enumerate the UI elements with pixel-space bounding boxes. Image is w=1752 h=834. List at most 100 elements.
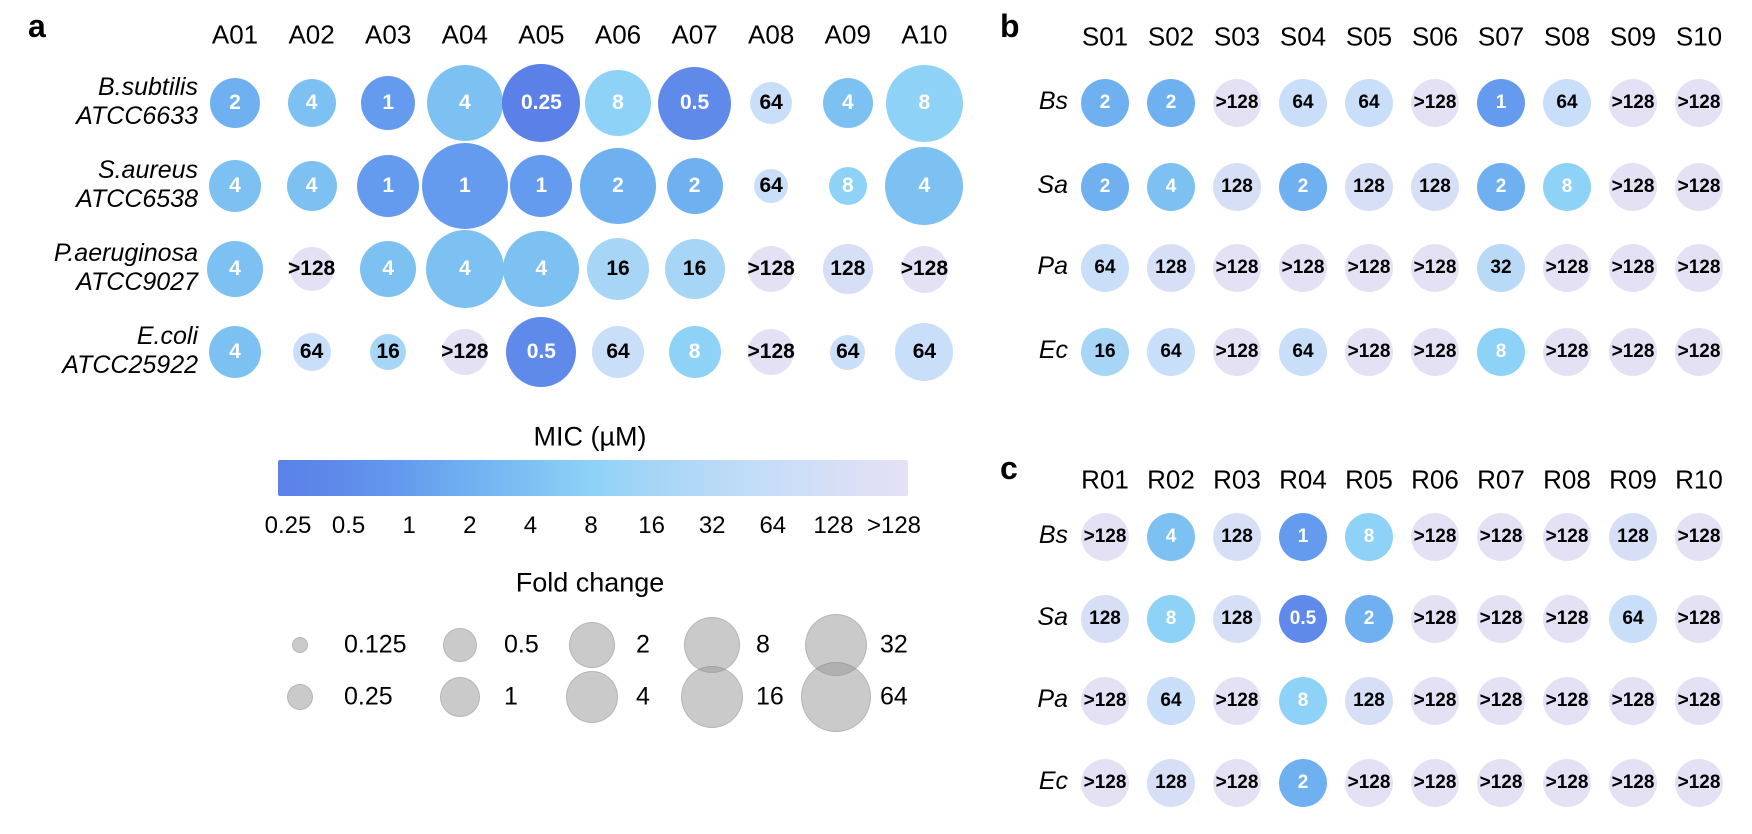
bubble-A01-B.subtilis: 2: [210, 78, 260, 128]
bubble-R09-Pa: >128: [1609, 677, 1657, 725]
row-label-Bs: Bs: [1038, 521, 1068, 549]
row-label-Bs: Bs: [1038, 87, 1068, 115]
fold-label-32: 32: [880, 630, 908, 659]
bubble-A03-P.aeruginosa: 4: [360, 241, 417, 297]
bubble-S01-Bs: 2: [1081, 79, 1129, 127]
fold-label-8: 8: [756, 630, 770, 659]
bubble-R07-Bs: >128: [1477, 513, 1525, 561]
column-header-S08: S08: [1543, 21, 1591, 52]
row-label-Pa: Pa: [1037, 252, 1068, 280]
bubble-R04-Pa: 8: [1279, 677, 1327, 725]
column-header-S04: S04: [1279, 21, 1327, 52]
row-label-Pa: Pa: [1037, 685, 1068, 713]
bubble-R04-Ec: 2: [1279, 759, 1327, 807]
bubble-R05-Pa: 128: [1345, 677, 1393, 725]
bubble-R08-Pa: >128: [1543, 677, 1591, 725]
bubble-R05-Sa: 2: [1345, 595, 1393, 643]
bubble-A01-P.aeruginosa: 4: [207, 241, 263, 297]
fold-circle-64: [801, 662, 871, 732]
bubble-R05-Bs: 8: [1345, 513, 1393, 561]
mic-tick->128: >128: [866, 512, 922, 539]
bubble-S04-Bs: 64: [1279, 79, 1327, 127]
mic-tick-16: 16: [638, 512, 665, 539]
bubble-R04-Bs: 1: [1279, 513, 1327, 561]
bubble-R01-Sa: 128: [1081, 595, 1129, 643]
mic-tick-0.25: 0.25: [264, 512, 312, 539]
column-header-A04: A04: [441, 19, 488, 50]
bubble-A05-P.aeruginosa: 4: [503, 231, 580, 307]
mic-tick-8: 8: [584, 512, 598, 539]
bubble-S06-Pa: >128: [1411, 244, 1459, 292]
panel-a-letter: a: [28, 8, 46, 44]
bubble-A06-S.aureus: 2: [580, 148, 656, 224]
bubble-S02-Bs: 2: [1147, 79, 1195, 127]
bubble-R10-Sa: >128: [1675, 595, 1723, 643]
bubble-R03-Bs: 128: [1213, 513, 1261, 561]
column-header-A02: A02: [288, 19, 335, 50]
fold-circle-16: [681, 666, 743, 728]
bubble-R08-Ec: >128: [1543, 759, 1591, 807]
column-header-A03: A03: [365, 19, 412, 50]
bubble-S01-Ec: 16: [1081, 328, 1129, 376]
bubble-A04-P.aeruginosa: 4: [425, 230, 504, 308]
bubble-R03-Ec: >128: [1213, 759, 1261, 807]
bubble-S08-Bs: 64: [1543, 79, 1591, 127]
mic-tick-64: 64: [759, 512, 787, 539]
bubble-S07-Bs: 1: [1477, 79, 1525, 127]
fold-circle-8: [684, 617, 740, 673]
column-header-S03: S03: [1213, 21, 1261, 52]
bubble-S09-Bs: >128: [1609, 79, 1657, 127]
bubble-A07-P.aeruginosa: 16: [664, 239, 725, 299]
bubble-S10-Bs: >128: [1675, 79, 1723, 127]
bubble-S08-Ec: >128: [1543, 328, 1591, 376]
bubble-A04-B.subtilis: 4: [426, 65, 503, 141]
bubble-A10-S.aureus: 4: [885, 147, 964, 225]
bubble-A09-B.subtilis: 4: [822, 78, 873, 128]
bubble-R07-Pa: >128: [1477, 677, 1525, 725]
bubble-S02-Sa: 4: [1147, 163, 1195, 211]
bubble-S10-Sa: >128: [1675, 163, 1723, 211]
bubble-S10-Ec: >128: [1675, 328, 1723, 376]
column-header-S01: S01: [1081, 21, 1129, 52]
bubble-S02-Ec: 64: [1147, 328, 1195, 376]
column-header-S06: S06: [1411, 21, 1459, 52]
bubble-A05-S.aureus: 1: [510, 155, 573, 217]
bubble-R02-Ec: 128: [1147, 759, 1195, 807]
bubble-A07-E.coli: 8: [668, 326, 721, 378]
fold-label-16: 16: [756, 682, 784, 711]
bubble-R01-Ec: >128: [1081, 759, 1129, 807]
bubble-R10-Bs: >128: [1675, 513, 1723, 561]
fold-label-0.125: 0.125: [344, 630, 407, 659]
bubble-R08-Sa: >128: [1543, 595, 1591, 643]
bubble-S03-Sa: 128: [1213, 163, 1261, 211]
bubble-S08-Sa: 8: [1543, 163, 1591, 211]
bubble-A08-P.aeruginosa: >128: [748, 246, 795, 292]
bubble-A01-E.coli: 4: [209, 326, 261, 378]
panel-c-letter: c: [1000, 450, 1018, 486]
bubble-S06-Ec: >128: [1411, 328, 1459, 376]
bubble-R03-Sa: 128: [1213, 595, 1261, 643]
bubble-S04-Pa: >128: [1279, 244, 1327, 292]
mic-tick-0.5: 0.5: [331, 512, 366, 539]
bubble-S01-Pa: 64: [1081, 244, 1129, 292]
bubble-R02-Pa: 64: [1147, 677, 1195, 725]
bubble-S09-Sa: >128: [1609, 163, 1657, 211]
bubble-A05-B.subtilis: 0.25: [502, 64, 581, 142]
bubble-A06-B.subtilis: 8: [585, 70, 651, 136]
column-header-R04: R04: [1279, 464, 1327, 495]
bubble-R09-Ec: >128: [1609, 759, 1657, 807]
column-header-S02: S02: [1147, 21, 1195, 52]
bubble-A07-B.subtilis: 0.5: [658, 66, 732, 140]
bubble-R06-Ec: >128: [1411, 759, 1459, 807]
column-header-A01: A01: [211, 19, 259, 50]
fold-label-1: 1: [504, 682, 518, 711]
bubble-A06-E.coli: 64: [592, 326, 644, 378]
fold-label-0.5: 0.5: [504, 630, 539, 659]
bubble-S10-Pa: >128: [1675, 244, 1723, 292]
bubble-A09-S.aureus: 8: [828, 167, 867, 205]
fold-label-4: 4: [636, 682, 650, 711]
panel-b-letter: b: [1000, 8, 1020, 44]
